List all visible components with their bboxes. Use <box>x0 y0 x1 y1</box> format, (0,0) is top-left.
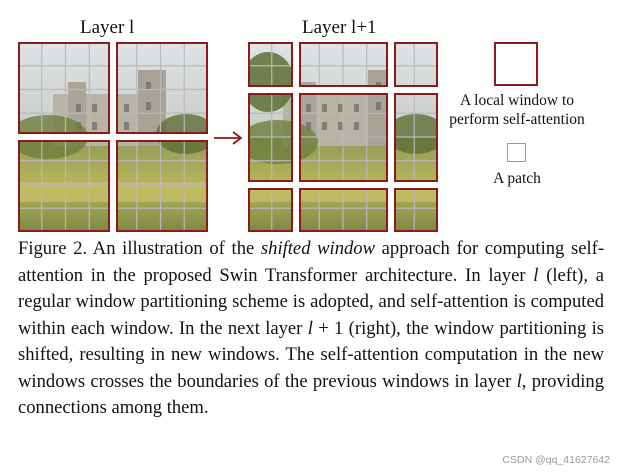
legend-patch-label: A patch <box>493 170 541 187</box>
layer-l-title: Layer l <box>80 17 135 38</box>
arrow-right-icon <box>214 131 243 145</box>
layer-l-image <box>18 42 208 232</box>
legend-patch-swatch <box>507 143 526 162</box>
caption-math-l-1: l <box>533 264 539 286</box>
legend-window-line-2: perform self-attention <box>449 111 585 129</box>
legend-window-swatch <box>494 42 538 86</box>
caption-text-4: + 1 (right), the window partitioning is … <box>18 317 604 392</box>
layer-l-plus-1-title: Layer l+1 <box>302 17 377 38</box>
layer-l-plus-1-image <box>248 42 438 232</box>
caption-label: Figure 2. <box>18 238 88 259</box>
caption-text-3: (left), a regular window partitioning sc… <box>18 264 604 339</box>
caption-text-5: , providing connections among them. <box>18 370 604 419</box>
csdn-watermark: CSDN @qq_41627642 <box>502 454 610 466</box>
caption-text-1: An illustration of the <box>87 238 261 259</box>
caption-math-l-3: l <box>516 370 522 392</box>
figure-caption: Figure 2. An illustration of the shifted… <box>18 236 604 422</box>
caption-math-l-2: l <box>307 317 313 339</box>
legend-window-label: A local window to perform self-attention <box>448 91 586 130</box>
legend-window-line-1: A local window to <box>459 92 575 109</box>
caption-emphasis-shifted-window: shifted window <box>260 238 376 259</box>
caption-text-2: approach for computing self-attention in… <box>18 238 605 286</box>
